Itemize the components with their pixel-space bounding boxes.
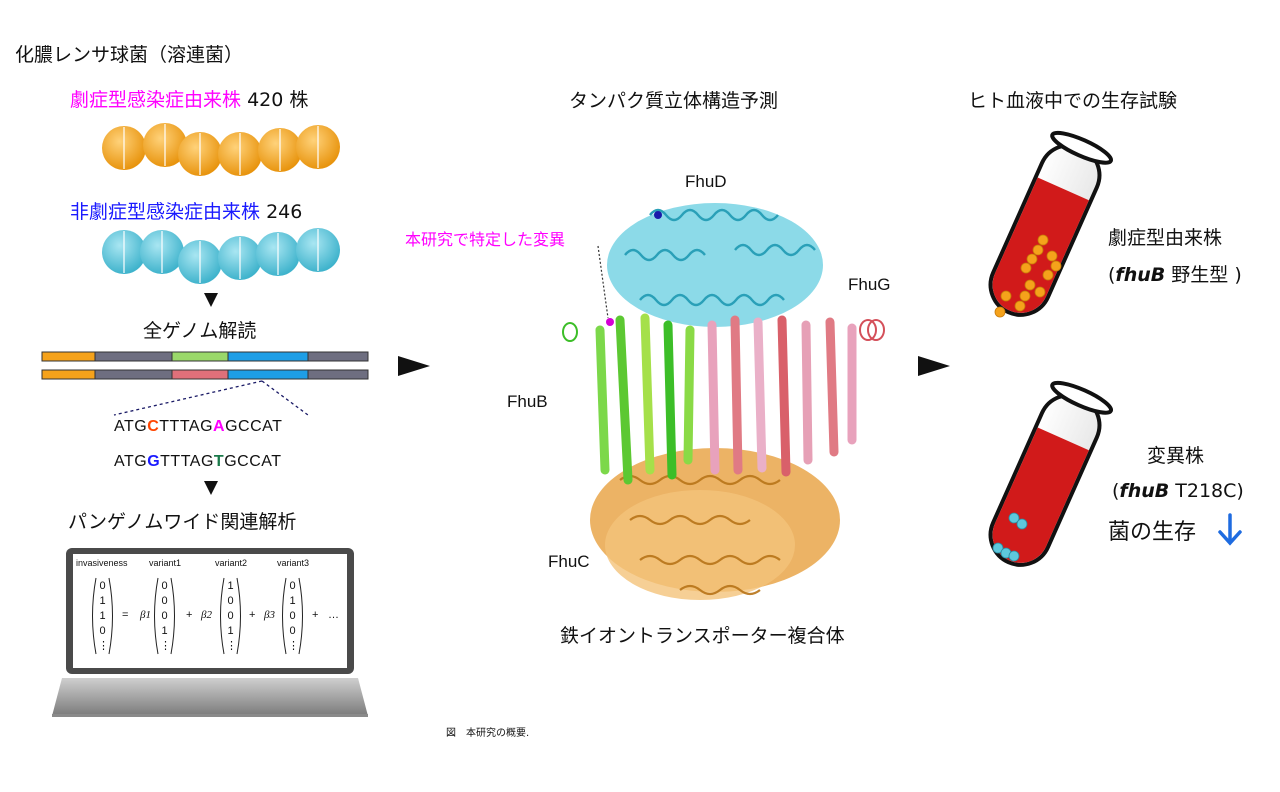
- complex-label: 鉄イオントランスポーター複合体: [560, 625, 845, 647]
- vector-element: 1: [227, 580, 234, 592]
- vector-element: 1: [289, 595, 296, 607]
- sequence-noninvasive: ATGGTTTAGTGCCAT: [114, 453, 282, 471]
- vector-element: 1: [99, 610, 106, 622]
- snp-base: G: [147, 453, 161, 470]
- mutant-gene: (fhuB T218C): [1112, 480, 1244, 502]
- gene-status: T218C): [1169, 480, 1244, 502]
- vector-element: 0: [161, 595, 168, 607]
- noninvasive-strain-row: 非劇症型感染症由来株 246: [70, 197, 302, 224]
- seq-part: ATG: [114, 418, 148, 435]
- vector-element: 0: [99, 625, 106, 637]
- vector-variant2: 1 0 0 1 ⋮: [226, 579, 237, 654]
- eq-equals: =: [122, 609, 129, 621]
- vector-element: ⋮: [160, 640, 171, 652]
- snp-base: A: [213, 418, 226, 435]
- vector-brackets: [92, 577, 303, 655]
- eq-plus: +: [249, 609, 256, 621]
- vector-element: ⋮: [226, 640, 237, 652]
- mutation-label: 本研究で特定した変異: [405, 230, 566, 249]
- paren: (: [1112, 480, 1120, 502]
- eq-beta2: β2: [201, 609, 212, 621]
- seq-part: TTTAG: [160, 453, 214, 470]
- fhuC-label: FhuC: [548, 552, 590, 571]
- left-title: 化膿レンサ球菌（溶連菌）: [15, 44, 244, 66]
- mutant-strain-label: 変異株: [1147, 445, 1205, 467]
- wild-type-strain-label: 劇症型由来株: [1108, 227, 1223, 249]
- vector-element: 0: [289, 625, 296, 637]
- invasive-label: 劇症型感染症由来株: [70, 89, 242, 111]
- gene-status: 野生型 ): [1165, 264, 1242, 286]
- noninvasive-count: 246: [266, 201, 303, 223]
- fhuD-label: FhuD: [685, 172, 727, 191]
- vector-element: 0: [227, 610, 234, 622]
- invasive-strain-row: 劇症型感染症由来株 420 株: [70, 85, 308, 112]
- laptop-illustration: [52, 548, 368, 717]
- right-title: ヒト血液中での生存試験: [968, 90, 1178, 112]
- snp-base: C: [147, 418, 160, 435]
- flow-arrow-icon: [918, 356, 950, 376]
- vector-element: 0: [99, 580, 106, 592]
- genome-tracks: [41, 351, 369, 416]
- fhuB-label: FhuB: [507, 392, 548, 411]
- wgs-label: 全ゲノム解読: [143, 320, 257, 342]
- seq-part: ATG: [114, 453, 148, 470]
- eq-plus: +: [312, 609, 319, 621]
- vector-element: 0: [227, 595, 234, 607]
- orange-bacteria-in-blood: [994, 234, 1062, 318]
- noninvasive-label: 非劇症型感染症由来株: [70, 201, 261, 223]
- vector-element: 0: [161, 610, 168, 622]
- pgwas-label: パンゲノムワイド関連解析: [68, 511, 297, 533]
- down-arrow-icon: [204, 293, 218, 307]
- vector-element: 1: [227, 625, 234, 637]
- protein-structure: [562, 203, 885, 600]
- survival-label: 菌の生存: [1108, 520, 1197, 545]
- wild-type-gene: (fhuB 野生型 ): [1108, 260, 1242, 287]
- vector-element: ⋮: [98, 640, 109, 652]
- figure-caption: 図 本研究の概要.: [446, 728, 530, 739]
- noninvasive-bacteria-chain: [102, 228, 340, 284]
- snp-base: T: [213, 453, 225, 470]
- flow-arrow-icon: [398, 356, 430, 376]
- seq-part: GCCAT: [224, 453, 282, 470]
- eq-header-variant3: variant3: [277, 558, 310, 568]
- paren: (: [1108, 264, 1116, 286]
- vector-element: 1: [99, 595, 106, 607]
- eq-plus: +: [186, 609, 193, 621]
- vector-element: 0: [289, 610, 296, 622]
- decrease-arrow-icon: [1218, 513, 1242, 546]
- eq-ellipsis: …: [328, 609, 339, 621]
- test-tube-wild-type: [988, 130, 1114, 317]
- seq-part: GCCAT: [225, 418, 283, 435]
- invasive-count: 420 株: [247, 89, 309, 111]
- eq-header-variant1: variant1: [149, 558, 182, 568]
- fhuG-label: FhuG: [848, 275, 891, 294]
- vector-element: ⋮: [288, 640, 299, 652]
- vector-variant3: 0 1 0 0 ⋮: [288, 579, 299, 654]
- vector-variant1: 0 0 0 1 ⋮: [160, 579, 171, 654]
- down-arrow-icon: [204, 481, 218, 495]
- gene-name: fhuB: [1115, 264, 1166, 286]
- test-tube-mutant: [988, 380, 1114, 567]
- vector-element: 1: [161, 625, 168, 637]
- eq-beta3: β3: [264, 609, 275, 621]
- vector-invasiveness: 0 1 1 0 ⋮: [98, 579, 109, 654]
- middle-title: タンパク質立体構造予測: [569, 90, 779, 112]
- vector-element: 0: [161, 580, 168, 592]
- eq-beta1: β1: [140, 609, 151, 621]
- sequence-invasive: ATGCTTTAGAGCCAT: [114, 418, 282, 436]
- seq-part: TTTAG: [159, 418, 214, 435]
- eq-header-variant2: variant2: [215, 558, 248, 568]
- vector-element: 0: [289, 580, 296, 592]
- gene-name: fhuB: [1119, 480, 1170, 502]
- eq-header-invasiveness: invasiveness: [76, 558, 128, 568]
- cyan-bacteria-in-blood: [992, 512, 1028, 562]
- invasive-bacteria-chain: [102, 123, 340, 176]
